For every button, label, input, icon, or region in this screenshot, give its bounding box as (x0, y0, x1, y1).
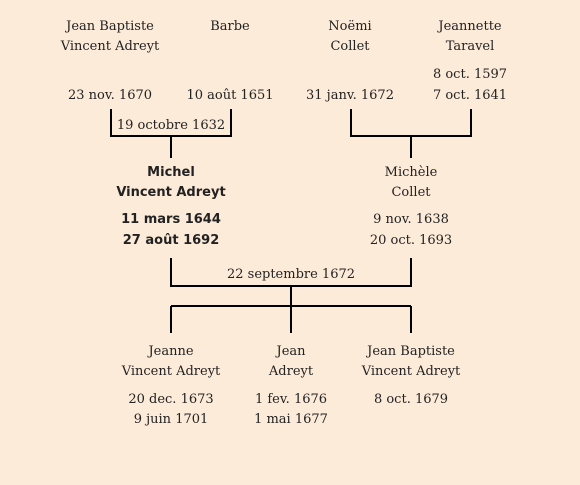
child-jean-death: 1 mai 1677 (254, 412, 328, 427)
parents-connector (170, 258, 412, 333)
grandparent-jean-baptiste-surname: Vincent Adreyt (60, 39, 160, 54)
child-jean-surname: Adreyt (268, 364, 314, 379)
grandparents-right-connector (350, 109, 472, 158)
parent-michel-death: 27 août 1692 (122, 233, 220, 248)
marriage-date-grandparents: 19 octobre 1632 (116, 118, 226, 133)
marriage-date-parents: 22 septembre 1672 (226, 267, 356, 282)
parent-michele-surname: Collet (391, 185, 431, 200)
grandparent-barbe-given: Barbe (210, 19, 250, 34)
grandparent-jeannette-surname: Taravel (445, 39, 495, 54)
grandparent-jean-baptiste-date: 23 nov. 1670 (67, 88, 153, 103)
child-jean-baptiste-surname: Vincent Adreyt (361, 364, 461, 379)
grandparent-jean-baptiste-given: Jean Baptiste (66, 19, 154, 34)
grandparent-jeannette-given: Jeannette (438, 19, 502, 34)
parent-michele-birth: 9 nov. 1638 (373, 212, 449, 227)
child-jean-birth: 1 fev. 1676 (254, 392, 328, 407)
child-jean-baptiste-birth: 8 oct. 1679 (373, 392, 449, 407)
parent-michele-given: Michèle (384, 165, 438, 180)
child-jean-given: Jean (276, 344, 306, 359)
grandparent-noemi-date: 31 janv. 1672 (306, 88, 394, 103)
child-jeanne-birth: 20 dec. 1673 (128, 392, 214, 407)
parent-michel-given: Michel (147, 165, 195, 180)
grandparent-noemi-given: Noëmi (328, 19, 372, 34)
children-connector (170, 305, 412, 333)
parent-michele-death: 20 oct. 1693 (369, 233, 453, 248)
grandparent-jeannette-birth: 8 oct. 1597 (432, 67, 508, 82)
grandparent-noemi-surname: Collet (330, 39, 370, 54)
child-jean-baptiste-given: Jean Baptiste (367, 344, 455, 359)
grandparent-jeannette-death: 7 oct. 1641 (432, 88, 508, 103)
child-jeanne-given: Jeanne (148, 344, 194, 359)
parent-michel-surname: Vincent Adreyt (116, 185, 226, 200)
child-jeanne-death: 9 juin 1701 (133, 412, 209, 427)
parent-michel-birth: 11 mars 1644 (121, 212, 221, 227)
grandparents-left-connector (110, 109, 232, 158)
grandparent-barbe-date: 10 août 1651 (186, 88, 274, 103)
child-jeanne-surname: Vincent Adreyt (121, 364, 221, 379)
